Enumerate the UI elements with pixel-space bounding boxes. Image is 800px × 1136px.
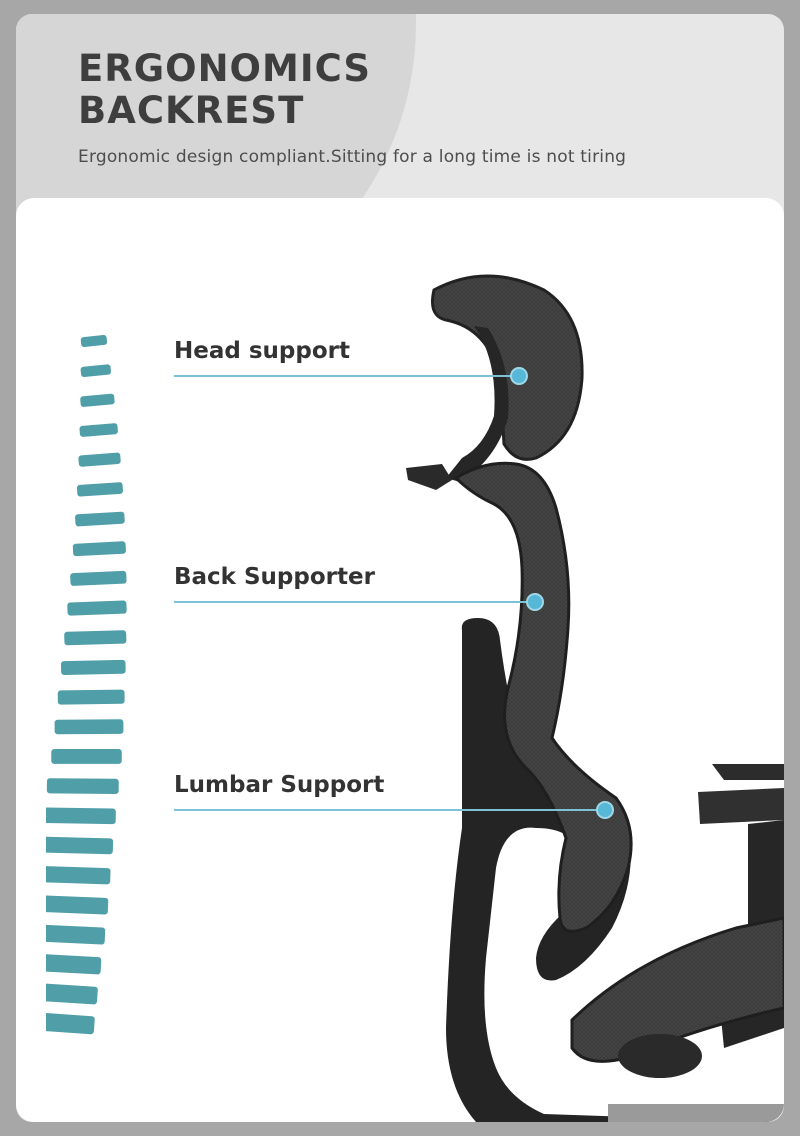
vertebra-icon (46, 778, 119, 795)
vertebra-icon (46, 953, 102, 975)
vertebra-icon (78, 452, 121, 467)
vertebra-icon (46, 865, 111, 885)
callout-label: Head support (174, 338, 350, 364)
spine-illustration-icon (46, 334, 127, 1035)
title-line-2: BACKREST (78, 89, 305, 132)
callout-label: Lumbar Support (174, 772, 385, 798)
vertebra-icon (64, 630, 127, 646)
vertebra-icon (51, 748, 122, 764)
armrest-pad-icon (698, 788, 784, 824)
vertebra-icon (46, 807, 116, 825)
vertebra-icon (75, 511, 125, 527)
vertebra-icon (46, 924, 106, 945)
page-title: ERGONOMICS BACKREST (78, 48, 371, 132)
callout-dot (510, 367, 528, 385)
callout-line (174, 375, 512, 377)
seat-knob-icon (618, 1034, 702, 1078)
mesh-backrest-icon (453, 461, 633, 933)
headrest-icon (431, 274, 584, 461)
vertebra-icon (70, 570, 127, 586)
callout-label: Back Supporter (174, 564, 375, 590)
vertebra-icon (46, 895, 109, 915)
callout-line (174, 601, 528, 603)
page-subtitle: Ergonomic design compliant.Sitting for a… (78, 147, 627, 167)
vertebra-icon (46, 983, 98, 1005)
headrest-bracket-icon (446, 326, 509, 482)
vertebra-icon (46, 836, 114, 855)
vertebra-icon (72, 541, 126, 557)
vertebra-icon (57, 689, 125, 705)
vertebra-icon (76, 482, 123, 497)
vertebra-icon (80, 334, 108, 348)
base-plate-icon (608, 1104, 784, 1122)
vertebra-icon (54, 719, 124, 735)
product-feature-panel: ERGONOMICS BACKREST Ergonomic design com… (16, 14, 784, 1122)
callout-dot (596, 801, 614, 819)
armrest-icon (712, 764, 784, 780)
vertebra-icon (80, 364, 111, 378)
vertebra-icon (46, 1012, 95, 1035)
illustration-card: Head support Back Supporter Lumbar Suppo… (16, 198, 784, 1122)
vertebra-icon (67, 600, 127, 616)
vertebra-icon (60, 659, 126, 675)
headrest-handle-icon (406, 464, 452, 490)
office-chair-illustration-icon (406, 274, 784, 1122)
title-line-1: ERGONOMICS (78, 47, 372, 90)
vertebra-icon (80, 393, 115, 407)
mesh-seat-icon (570, 916, 784, 1063)
callout-dot (526, 593, 544, 611)
vertebra-icon (79, 423, 118, 437)
callout-line (174, 809, 598, 811)
